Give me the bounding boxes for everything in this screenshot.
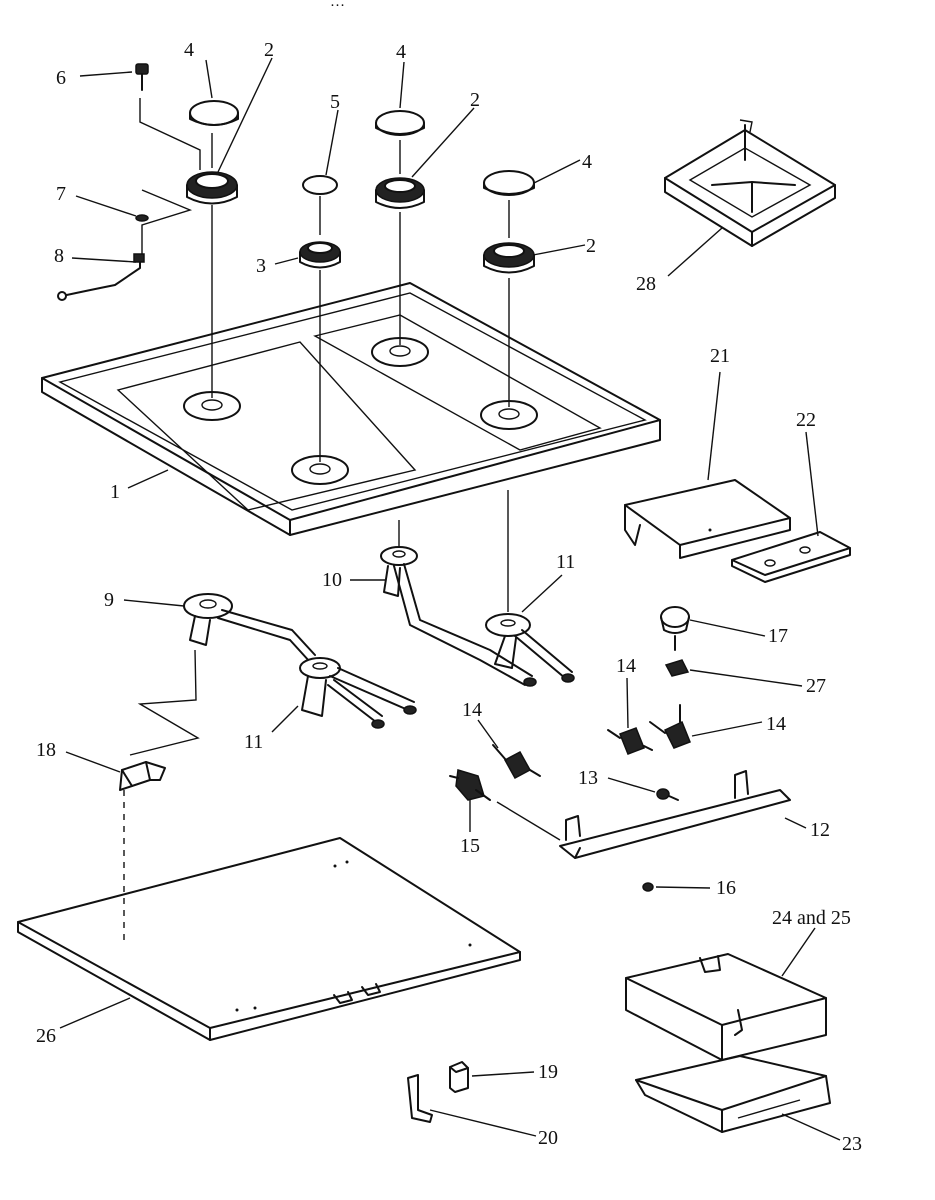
burner-head-right-front: [483, 242, 535, 407]
callout-13: 13: [578, 767, 598, 789]
gas-valve-rear: [649, 704, 691, 749]
callout-26: 26: [36, 1025, 56, 1047]
callout-2: 2: [470, 89, 480, 111]
callout-6: 6: [56, 67, 66, 89]
mounting-plate: [731, 531, 851, 583]
header-fragment: …: [330, 0, 345, 10]
callout-11: 11: [244, 731, 263, 753]
gas-valve-center: [492, 744, 541, 780]
callout-21: 21: [710, 345, 730, 367]
callout-18: 18: [36, 739, 56, 761]
gas-valve-left: [449, 769, 491, 801]
callout-16: 16: [716, 877, 736, 899]
callout-17: 17: [768, 625, 788, 647]
burner-tube-front-left: [299, 657, 417, 729]
burner-tube-front-right: [485, 490, 575, 683]
burner-cap-right-front: [483, 170, 535, 238]
callout-19: 19: [538, 1061, 558, 1083]
burner-tube-rear-left: [129, 593, 316, 756]
callout-4: 4: [396, 41, 406, 63]
callout-27: 27: [806, 675, 826, 697]
callout-2: 2: [586, 235, 596, 257]
callout-28: 28: [636, 273, 656, 295]
burner-head-right-rear: [375, 177, 425, 345]
callout-2: 2: [264, 39, 274, 61]
burner-box-cover: [624, 479, 791, 559]
screw: [135, 63, 201, 170]
pressure-regulator: [660, 606, 690, 651]
burner-box-bottom: [17, 790, 521, 1041]
callout-20: 20: [538, 1127, 558, 1149]
callout-23: 23: [842, 1133, 862, 1155]
burner-grate: [664, 119, 836, 247]
callout-22: 22: [796, 409, 816, 431]
callout-11: 11: [556, 551, 575, 573]
manifold-pipe: [496, 770, 791, 859]
callout-4: 4: [184, 39, 194, 61]
manifold-plug: [642, 882, 654, 892]
burner-head-small: [299, 241, 341, 462]
switch-bracket: [407, 1074, 433, 1123]
burner-box-housing: [625, 953, 827, 1061]
callout-14: 14: [766, 713, 786, 735]
callout-1: 1: [110, 481, 120, 503]
electrode-wire-clip: [135, 189, 193, 258]
spark-electrode: [57, 253, 145, 301]
callout-10: 10: [322, 569, 342, 591]
leader-lines: [59, 57, 841, 1141]
callout-5: 5: [330, 91, 340, 113]
callout-9: 9: [104, 589, 114, 611]
burner-cap-right-rear: [375, 110, 425, 174]
burner-head-left-rear: [186, 171, 238, 398]
callout-labels: 6 4 2 5 4 2 4 2 3 7 8 28 21 22 1 9 10 11…: [36, 39, 862, 1155]
callout-14: 14: [462, 699, 482, 721]
callout-3: 3: [256, 255, 266, 277]
burner-support-bracket: [119, 761, 166, 791]
callout-8: 8: [54, 245, 64, 267]
burner-cap-small: [302, 175, 338, 235]
cooktop-panel: [41, 282, 661, 536]
callout-14: 14: [616, 655, 636, 677]
gas-valve-right: [607, 727, 653, 755]
callout-4: 4: [582, 151, 592, 173]
callout-12: 12: [810, 819, 830, 841]
callout-7: 7: [56, 183, 66, 205]
manifold-fitting: [656, 788, 679, 801]
callout-15: 15: [460, 835, 480, 857]
regulator-adapter: [664, 659, 690, 677]
burner-box-tray: [635, 1055, 831, 1133]
callout-24-and-25: 24 and 25: [772, 907, 851, 929]
burner-tube-rear-right: [380, 520, 537, 687]
ignition-switch: [449, 1061, 469, 1093]
burner-cap-left-rear: [189, 100, 239, 168]
